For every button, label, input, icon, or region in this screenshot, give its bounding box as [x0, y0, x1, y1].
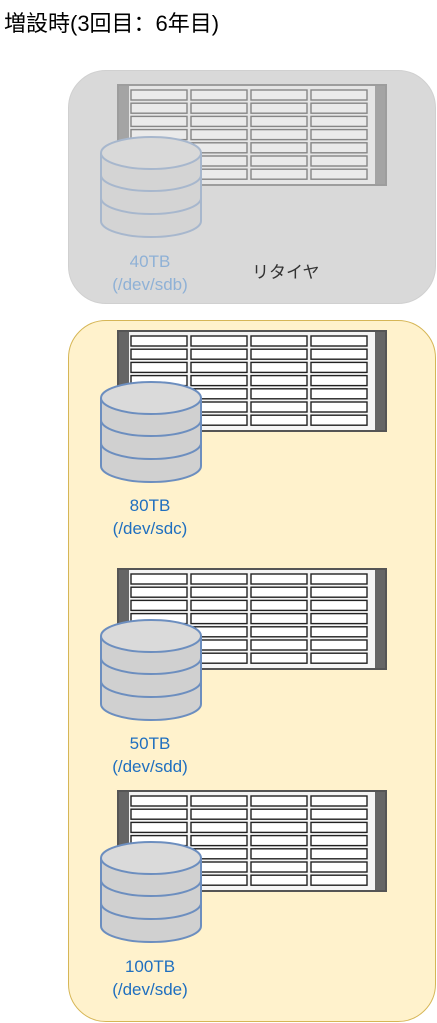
disk-device: (/dev/sdd): [112, 757, 188, 776]
retired-group: [68, 70, 436, 304]
disk-icon: [100, 841, 202, 943]
disk-device: (/dev/sdc): [112, 519, 188, 538]
page-title: 増設時(3回目：6年目): [4, 11, 220, 36]
storage-enclosure-icon: [117, 790, 387, 892]
disk-device: (/dev/sde): [112, 980, 188, 999]
disk-size: 100TB: [124, 957, 176, 976]
disk-icon: [100, 381, 202, 483]
disk-size: 50TB: [129, 734, 171, 753]
storage-enclosure-icon: [117, 568, 387, 670]
retired-disk-label: 40TB (/dev/sdb): [90, 250, 210, 296]
retire-note: リタイヤ: [252, 263, 320, 282]
disk-label-sde: 100TB (/dev/sde): [90, 955, 210, 1001]
disk-device: (/dev/sdb): [112, 275, 188, 294]
disk-icon: [100, 619, 202, 721]
storage-enclosure-icon: [117, 84, 387, 186]
disk-size: 80TB: [129, 496, 171, 515]
disk-size: 40TB: [129, 252, 171, 271]
disk-label-sdc: 80TB (/dev/sdc): [90, 494, 210, 540]
disk-label-sdd: 50TB (/dev/sdd): [90, 732, 210, 778]
disk-icon: [100, 136, 202, 238]
